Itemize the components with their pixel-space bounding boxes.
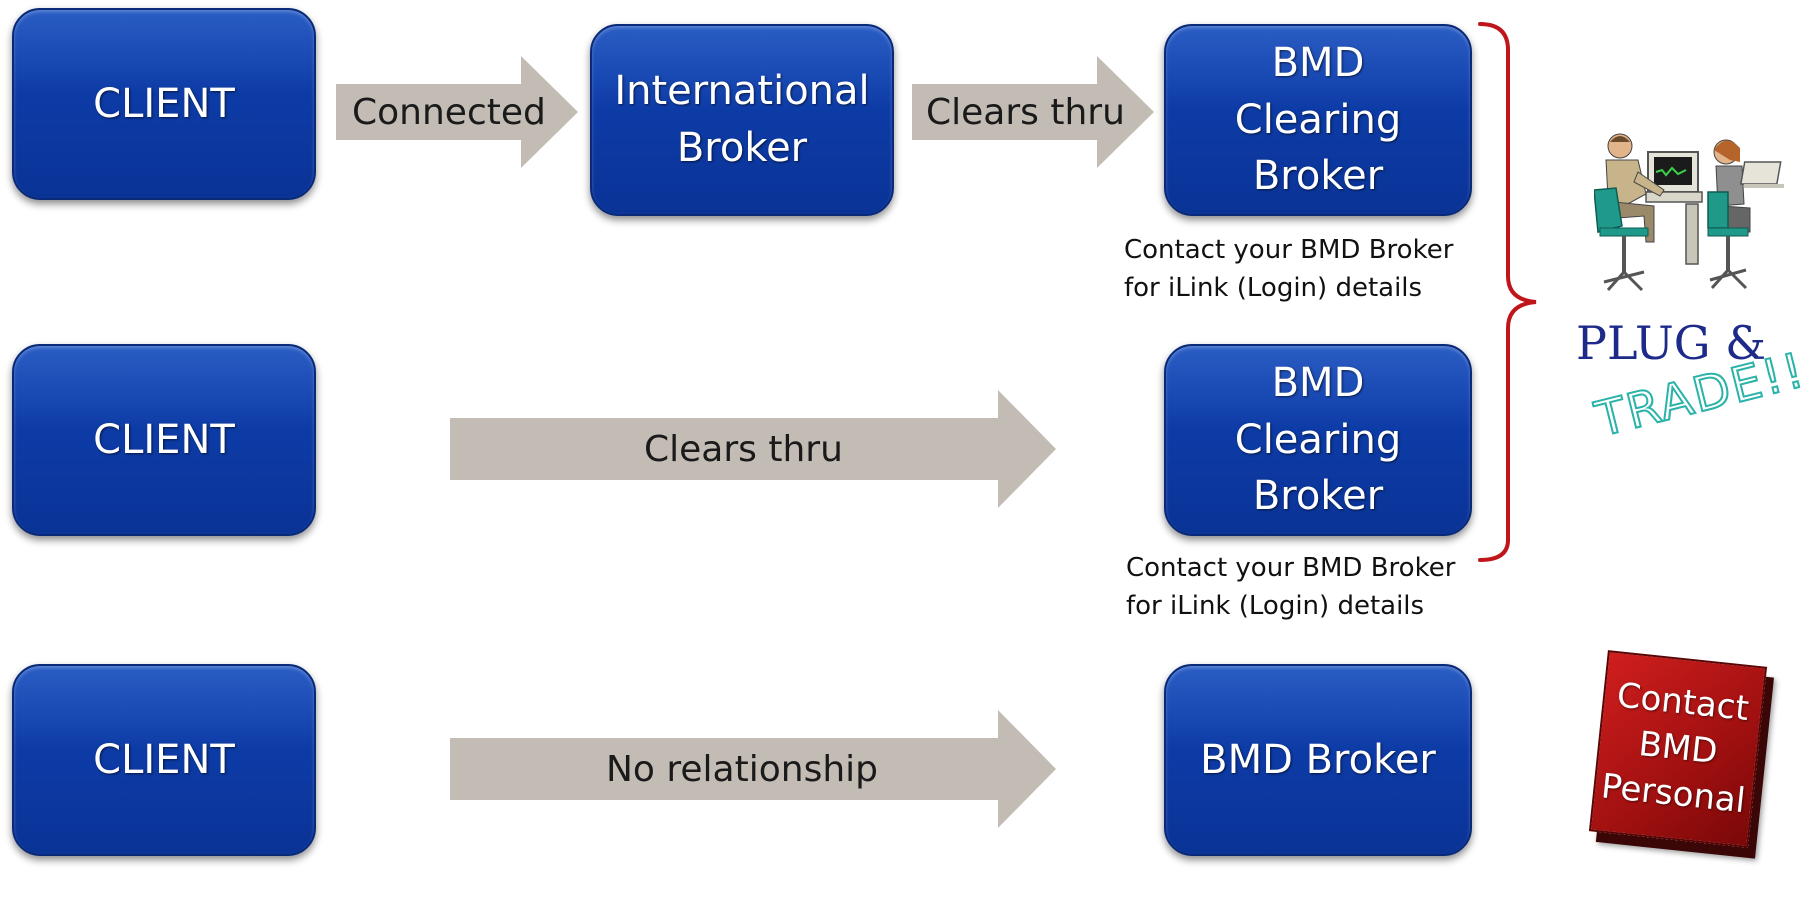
- bmd-clearing-broker-label-row1: BMD Clearing Broker: [1234, 39, 1402, 200]
- plug-label: PLUG &: [1576, 316, 1767, 370]
- client-label-row3: CLIENT: [93, 736, 235, 783]
- man-at-computer-icon: [1594, 133, 1703, 292]
- group-bracket: [1478, 22, 1537, 562]
- bmd-broker-box: BMD Broker: [1164, 664, 1472, 856]
- client-box-row2: CLIENT: [12, 344, 316, 536]
- clears-thru-arrow-row1-shape: [912, 56, 1154, 168]
- no-relationship-arrow: No relationship: [450, 710, 1056, 828]
- client-label-row1: CLIENT: [93, 80, 235, 127]
- clears-thru-arrow-row2-label: Clears thru: [644, 428, 843, 470]
- connected-arrow-shape: [336, 56, 578, 168]
- clears-thru-arrow-row2: Clears thru: [450, 390, 1056, 508]
- no-relationship-arrow-shape: [450, 710, 1056, 828]
- bmd-broker-label: BMD Broker: [1200, 736, 1436, 783]
- ilink-note-row2: Contact your BMD Broker for iLink (Login…: [1126, 553, 1456, 621]
- bmd-clearing-broker-box-row1: BMD Clearing Broker: [1164, 24, 1472, 216]
- woman-on-phone-icon: [1707, 139, 1784, 290]
- ilink-note-row1: Contact your BMD Broker for iLink (Login…: [1124, 235, 1454, 303]
- clears-thru-arrow-row1-label: Clears thru: [926, 91, 1125, 133]
- contact-bmd-personal-sign: Contact BMD Personal: [1588, 650, 1768, 848]
- no-relationship-arrow-label: No relationship: [606, 748, 879, 790]
- clears-thru-arrow-row2-shape: [450, 390, 1056, 508]
- international-broker-label: International Broker: [614, 68, 870, 171]
- connected-arrow: Connected: [336, 56, 578, 168]
- bmd-clearing-broker-label-row2: BMD Clearing Broker: [1234, 359, 1402, 520]
- international-broker-box: International Broker: [590, 24, 894, 216]
- clears-thru-arrow-row1: Clears thru: [912, 56, 1154, 168]
- client-box-row3: CLIENT: [12, 664, 316, 856]
- bmd-clearing-broker-box-row2: BMD Clearing Broker: [1164, 344, 1472, 536]
- client-label-row2: CLIENT: [93, 416, 235, 463]
- connected-arrow-label: Connected: [352, 91, 546, 133]
- client-box-row1: CLIENT: [12, 8, 316, 200]
- office-workers-illustration: [1594, 133, 1784, 292]
- contact-bmd-personal-label: Contact BMD Personal: [1588, 650, 1768, 848]
